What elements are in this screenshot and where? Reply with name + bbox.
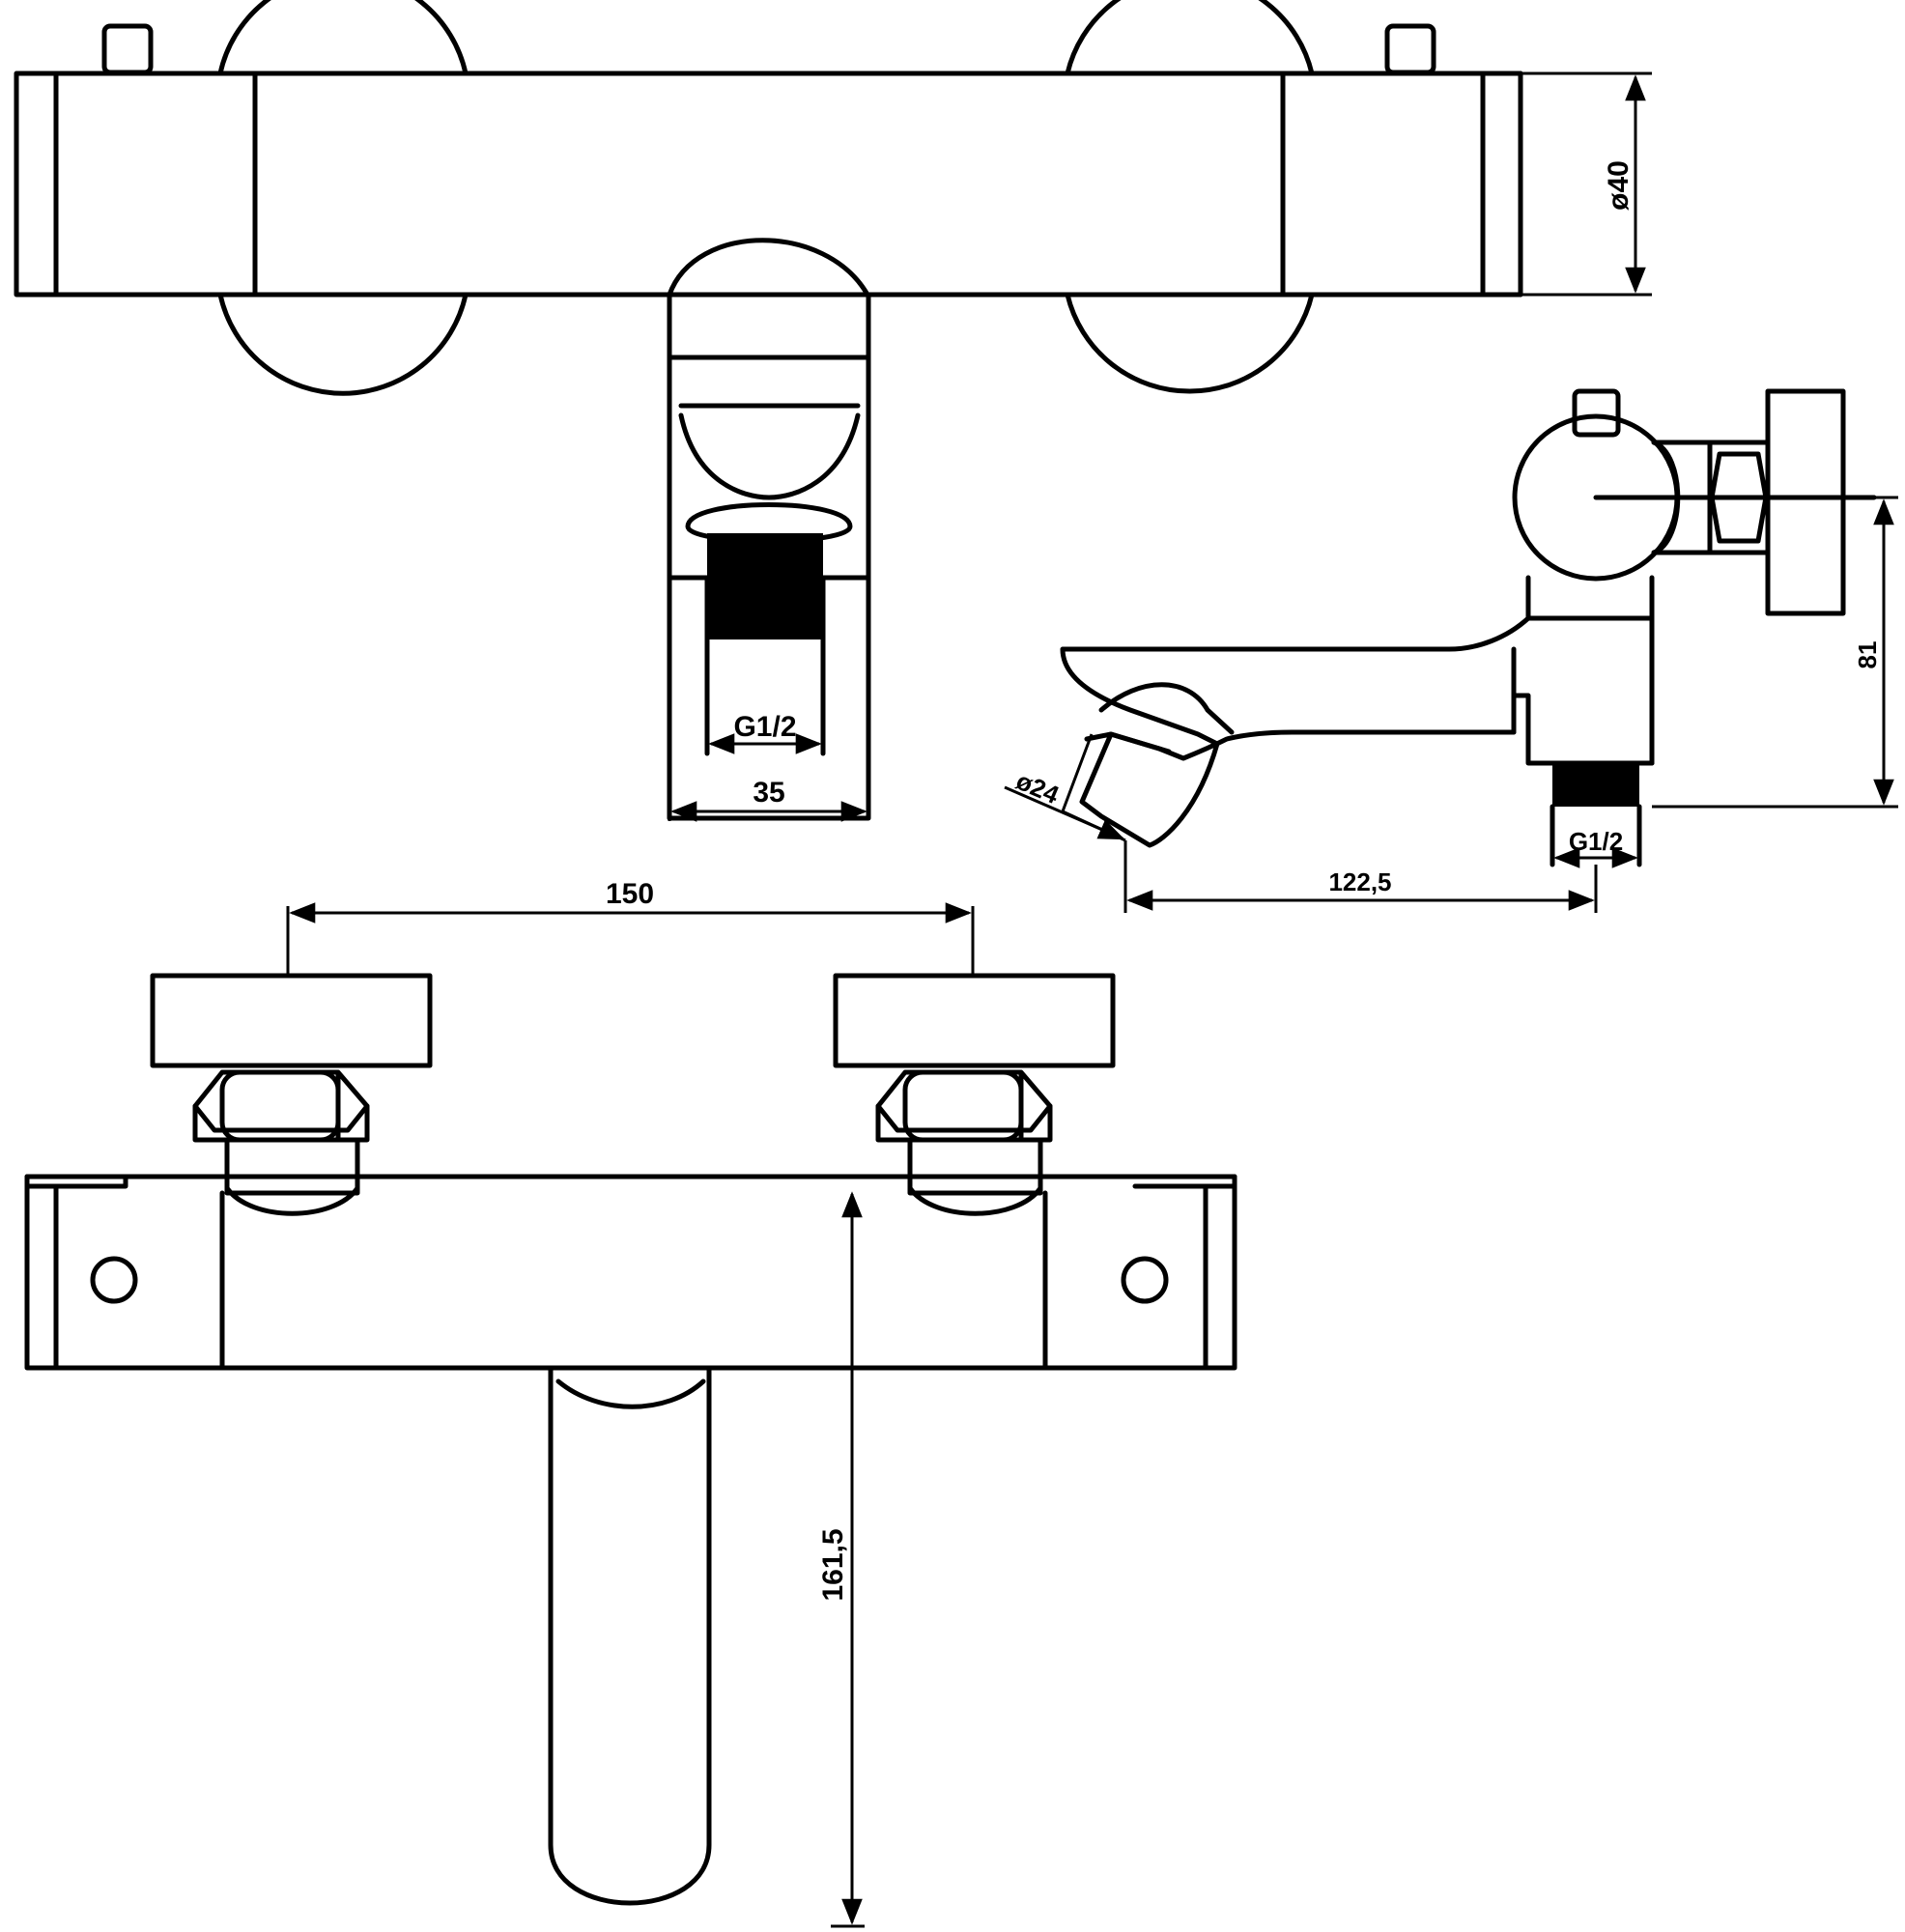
dim-line-spout-diameter — [1004, 785, 1125, 840]
handle-right — [833, 973, 1116, 1068]
top-view: ø40 — [14, 0, 1652, 396]
nut-right — [875, 1069, 1053, 1143]
front-thread — [707, 533, 823, 639]
side-flange — [1765, 388, 1846, 616]
dim-spout-projection: 122,5 — [1328, 867, 1391, 896]
hole-right — [1121, 1256, 1169, 1304]
side-view: G1/2 81 ø24 122,5 — [1004, 388, 1898, 913]
top-knob-right — [1065, 0, 1315, 76]
bottom-view: 150 — [24, 878, 1237, 1928]
handle-left — [150, 973, 433, 1068]
top-pin-left — [101, 23, 154, 75]
dim-total-height: 161,5 — [817, 1528, 849, 1601]
top-body — [14, 71, 1523, 298]
front-view: G1/2 35 — [667, 292, 871, 822]
dim-body-diameter: ø40 — [1603, 160, 1635, 211]
top-pin-right — [1384, 23, 1436, 75]
nut-left — [192, 1069, 370, 1143]
top-knob-left-bottom — [217, 292, 469, 396]
dim-outlet-width: 35 — [753, 777, 784, 809]
dim-outlet-thread-front: G1/2 — [733, 711, 796, 743]
bottom-spout — [548, 1365, 712, 1906]
side-spout — [1060, 575, 1655, 848]
dim-spout-diameter: ø24 — [1012, 766, 1064, 810]
dim-side-thread: G1/2 — [1569, 827, 1623, 856]
dim-side-height: 81 — [1853, 641, 1882, 669]
top-knob-left — [217, 0, 469, 76]
side-pin — [1572, 388, 1621, 438]
top-knob-right-bottom — [1065, 292, 1315, 394]
bottom-body — [24, 1174, 1237, 1371]
top-spout-cap — [667, 238, 870, 298]
side-thread — [1552, 763, 1639, 807]
hole-left — [90, 1256, 138, 1304]
dim-centre-distance: 150 — [606, 878, 654, 910]
